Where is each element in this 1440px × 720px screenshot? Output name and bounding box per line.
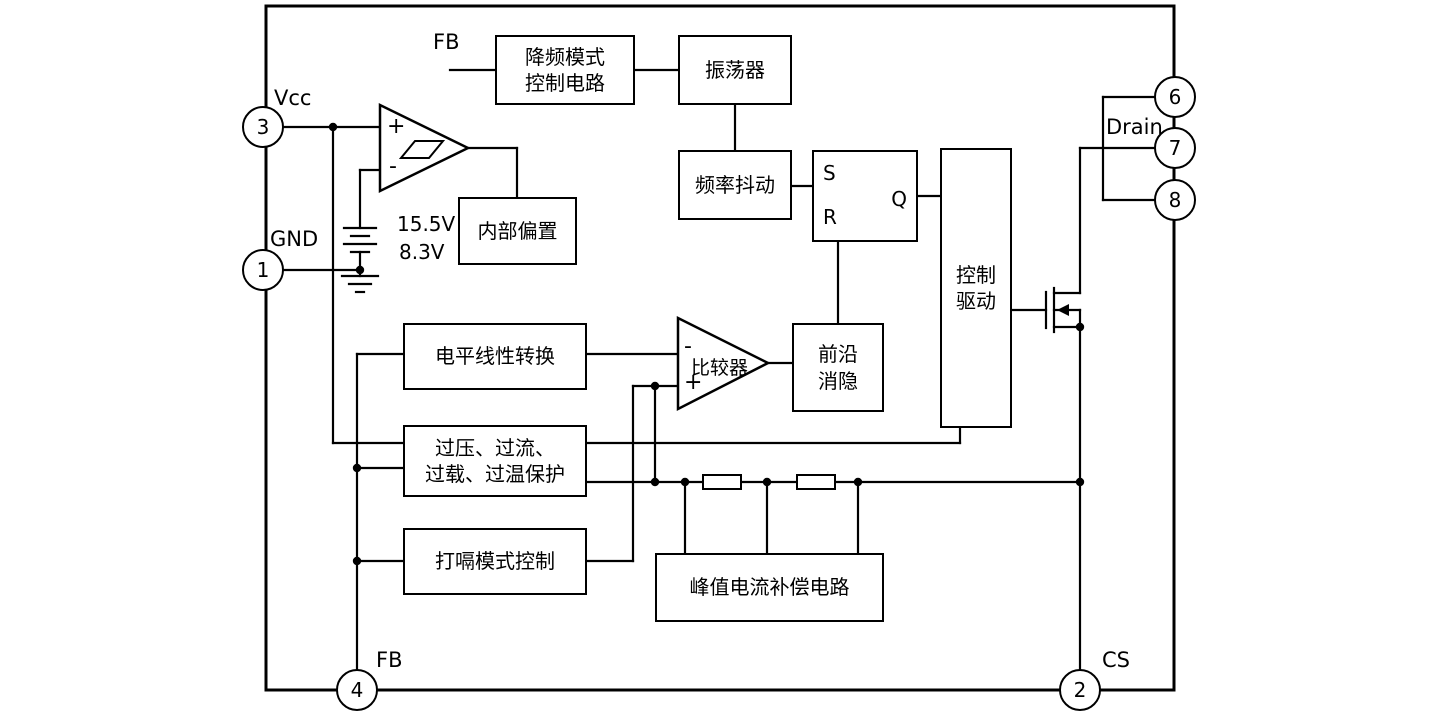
block-internal-bias-label: 内部偏置 bbox=[477, 218, 558, 243]
pin-4-fb: 4 bbox=[336, 669, 378, 711]
cs-pin-label: CS bbox=[1102, 648, 1130, 672]
mosfet-symbol bbox=[1044, 286, 1082, 334]
block-leb-line1: 前沿 bbox=[818, 342, 858, 367]
uvlo-plus-sign: + bbox=[387, 114, 406, 139]
block-protection-line2: 过载、过温保护 bbox=[425, 462, 565, 486]
block-protection-line1: 过压、过流、 bbox=[435, 435, 555, 460]
block-leading-edge-blanking: 前沿 消隐 bbox=[792, 323, 884, 412]
pin-1-gnd: 1 bbox=[242, 249, 284, 291]
uvlo-threshold-on-label: 15.5V bbox=[397, 212, 456, 236]
block-hiccup-mode-label: 打嗝模式控制 bbox=[435, 549, 555, 574]
block-fb-mode-line2: 控制电路 bbox=[525, 71, 605, 95]
latch-r-input-label: R bbox=[823, 204, 837, 229]
pin-3-number: 3 bbox=[256, 115, 270, 139]
ground-symbol bbox=[340, 274, 380, 294]
block-fb-mode-control: 降频模式 控制电路 bbox=[495, 35, 635, 105]
drain-pin-label: Drain bbox=[1106, 115, 1163, 139]
pin-8-drain: 8 bbox=[1154, 179, 1196, 221]
uvlo-minus-sign: - bbox=[389, 154, 397, 179]
block-fb-mode-line1: 降频模式 bbox=[525, 44, 605, 69]
fb-pin-label: FB bbox=[376, 648, 403, 672]
pin-7-drain: 7 bbox=[1154, 127, 1196, 169]
chip-outline bbox=[264, 4, 1176, 692]
pin-6-number: 6 bbox=[1168, 85, 1182, 109]
block-sr-latch: S R Q bbox=[812, 150, 918, 242]
current-comparator-symbol bbox=[676, 315, 771, 412]
pin-6-drain: 6 bbox=[1154, 76, 1196, 118]
comparator-minus-sign: - bbox=[684, 334, 692, 359]
block-control-drive: 控制 驱动 bbox=[940, 148, 1012, 428]
latch-q-output-label: Q bbox=[891, 187, 907, 211]
uvlo-comparator-symbol bbox=[378, 102, 471, 194]
pin-3-vcc: 3 bbox=[242, 106, 284, 148]
battery-symbol bbox=[342, 226, 378, 254]
uvlo-threshold-off-label: 8.3V bbox=[399, 240, 445, 264]
block-frequency-jitter: 频率抖动 bbox=[678, 150, 792, 220]
pin-7-number: 7 bbox=[1168, 136, 1182, 160]
comparator-plus-sign: + bbox=[684, 370, 703, 395]
pin-2-number: 2 bbox=[1073, 678, 1087, 702]
gnd-pin-label: GND bbox=[270, 227, 319, 251]
block-level-shift-label: 电平线性转换 bbox=[435, 344, 555, 369]
block-protection: 过压、过流、 过载、过温保护 bbox=[403, 425, 587, 497]
block-peak-current-comp-label: 峰值电流补偿电路 bbox=[689, 575, 850, 600]
pin-1-number: 1 bbox=[256, 258, 270, 282]
pin-2-cs: 2 bbox=[1059, 669, 1101, 711]
block-control-drive-line1: 控制 bbox=[956, 262, 996, 287]
pin-4-number: 4 bbox=[350, 678, 364, 702]
block-oscillator-label: 振荡器 bbox=[705, 57, 765, 82]
block-peak-current-comp: 峰值电流补偿电路 bbox=[655, 553, 884, 622]
pin-8-number: 8 bbox=[1168, 188, 1182, 212]
sense-resistor-2 bbox=[796, 474, 836, 490]
block-frequency-jitter-label: 频率抖动 bbox=[695, 172, 775, 197]
block-hiccup-mode: 打嗝模式控制 bbox=[403, 528, 587, 595]
hysteresis-icon bbox=[398, 140, 446, 159]
block-control-drive-line2: 驱动 bbox=[956, 289, 996, 313]
vcc-pin-label: Vcc bbox=[274, 86, 312, 110]
block-internal-bias: 内部偏置 bbox=[458, 197, 577, 265]
block-oscillator: 振荡器 bbox=[678, 35, 792, 105]
latch-s-input-label: S bbox=[823, 161, 836, 185]
comparator-label: 比较器 bbox=[691, 357, 749, 379]
sense-resistor-1 bbox=[702, 474, 742, 490]
block-level-shift: 电平线性转换 bbox=[403, 323, 587, 390]
block-leb-line2: 消隐 bbox=[818, 368, 858, 393]
fb-signal-label: FB bbox=[433, 30, 460, 54]
